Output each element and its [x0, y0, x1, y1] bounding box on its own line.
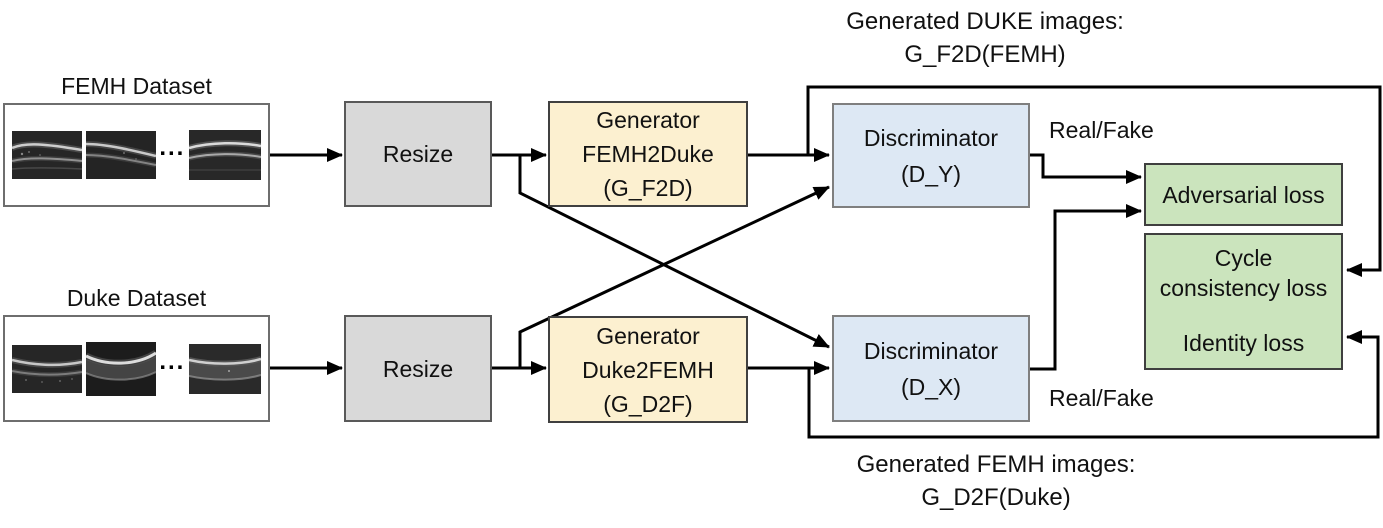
resize-box-femh: Resize	[344, 101, 492, 207]
generated-femh-line1: Generated FEMH images:	[856, 451, 1136, 478]
resize-label: Resize	[382, 355, 454, 382]
generator-line: (G_F2D)	[603, 175, 693, 201]
oct-image-duke-2	[85, 341, 156, 396]
cycle-loss-line: consistency loss	[1159, 275, 1328, 301]
generator-femh2duke-box: Generator FEMH2Duke (G_F2D)	[548, 101, 748, 207]
oct-image-duke-3	[188, 343, 261, 394]
cycle-identity-loss-box: Cycle consistency loss Identity loss	[1144, 233, 1343, 370]
generator-line: (G_D2F)	[603, 390, 693, 417]
femh-dataset-box: ...	[3, 103, 270, 207]
duke-ellipsis: ...	[159, 347, 186, 375]
duke-dataset-box: ...	[3, 315, 270, 422]
discriminator-dx-box: Discriminator (D_X)	[832, 315, 1030, 422]
generated-duke-line1: Generated DUKE images:	[846, 8, 1124, 35]
oct-image-femh-3	[188, 130, 261, 180]
femh-ellipsis: ...	[159, 134, 186, 161]
generated-duke-line2: G_F2D(FEMH)	[904, 41, 1066, 68]
generator-duke2femh-box: Generator Duke2FEMH (G_D2F)	[548, 316, 748, 423]
real-fake-label-bottom: Real/Fake	[1049, 385, 1154, 411]
discriminator-line: Discriminator	[863, 337, 999, 364]
generator-line: Generator	[596, 322, 700, 349]
real-fake-label-top: Real/Fake	[1049, 117, 1154, 143]
oct-image-femh-2	[85, 131, 156, 179]
generated-femh-annotation: Generated FEMH images: G_D2F(Duke)	[820, 448, 1172, 514]
oct-image-femh-1	[12, 131, 82, 179]
generated-duke-annotation: Generated DUKE images: G_F2D(FEMH)	[810, 5, 1160, 71]
discriminator-dy-box: Discriminator (D_Y)	[832, 103, 1030, 208]
generator-line: FEMH2Duke	[582, 141, 714, 167]
cycle-loss-label: Cycle consistency loss	[1160, 243, 1327, 303]
discriminator-line: (D_Y)	[900, 160, 962, 187]
cycle-loss-line: Cycle	[1214, 245, 1273, 271]
duke-dataset-label: Duke Dataset	[66, 285, 207, 311]
adversarial-loss-label: Adversarial loss	[1162, 181, 1325, 208]
generator-line: Duke2FEMH	[582, 356, 714, 383]
femh-dataset-label: FEMH Dataset	[61, 73, 212, 99]
generated-femh-line2: G_D2F(Duke)	[921, 484, 1071, 511]
discriminator-line: Discriminator	[863, 124, 999, 151]
adversarial-loss-box: Adversarial loss	[1144, 163, 1343, 226]
oct-image-duke-1	[12, 344, 82, 393]
discriminator-line: (D_X)	[900, 373, 962, 400]
resize-box-duke: Resize	[344, 315, 492, 422]
generator-line: Generator	[596, 107, 700, 133]
resize-label: Resize	[382, 141, 454, 167]
identity-loss-label: Identity loss	[1182, 330, 1305, 356]
